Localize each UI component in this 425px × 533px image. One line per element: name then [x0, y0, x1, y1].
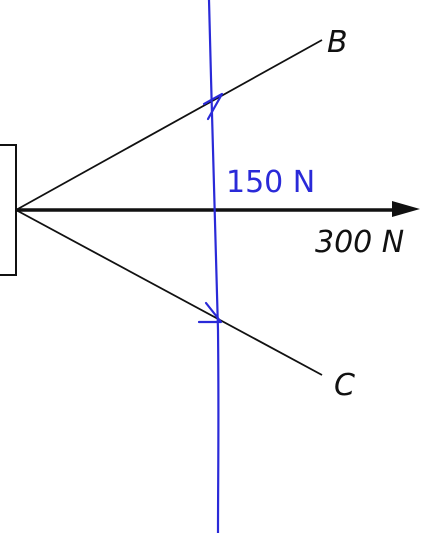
handwritten-arrow-upper-icon — [202, 92, 224, 121]
label-b: B — [327, 25, 348, 60]
label-force: 300 N — [315, 225, 404, 260]
cable-ab — [15, 39, 323, 211]
label-c: C — [334, 368, 355, 403]
force-arrow-head — [392, 201, 420, 217]
anchor-block — [0, 144, 17, 276]
handwritten-label-value: 150 N — [226, 165, 315, 200]
handwritten-vertical-line — [207, 0, 220, 533]
handwritten-arrow-lower-icon — [197, 301, 223, 324]
cable-ac — [15, 209, 323, 376]
